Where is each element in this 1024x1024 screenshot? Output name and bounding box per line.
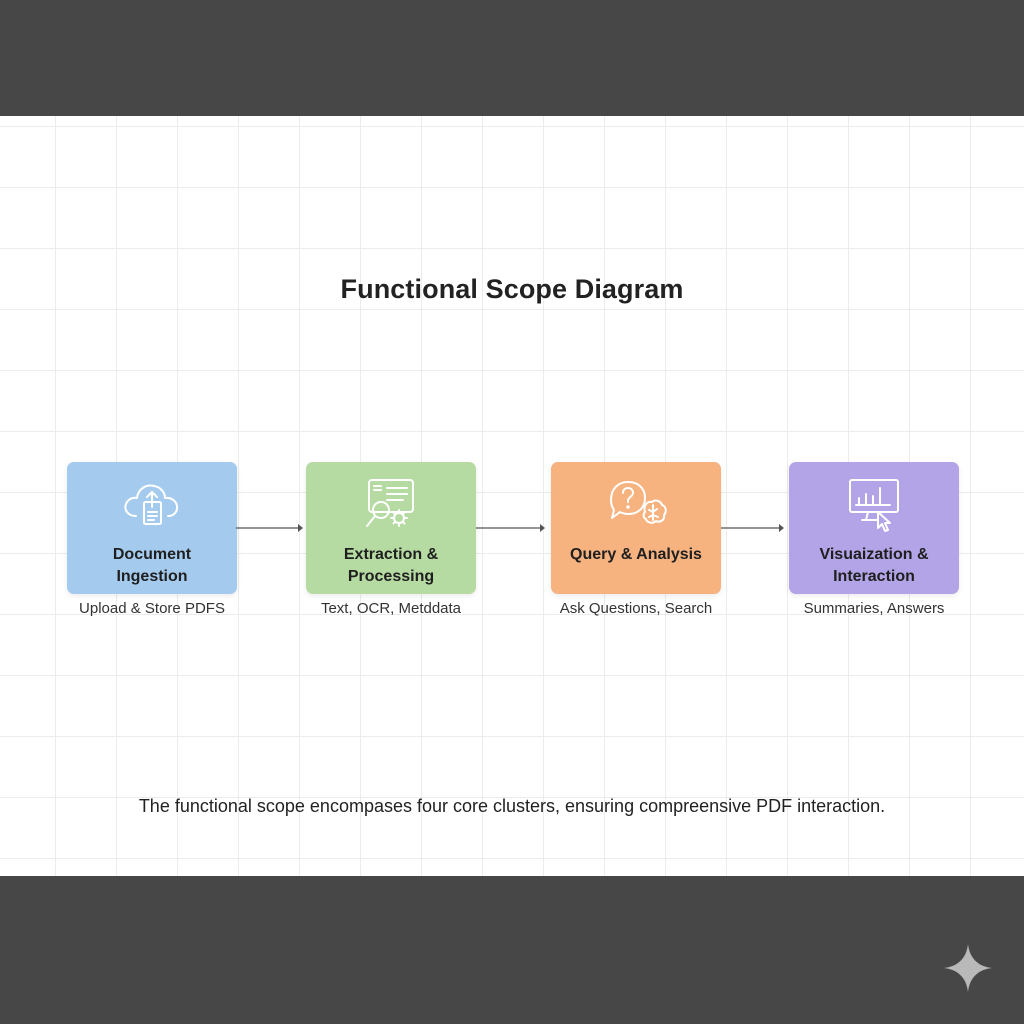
question-bubble-brain-icon (551, 474, 721, 534)
top-letterbox-bar (0, 0, 1024, 116)
node-caption: Summaries, Answers (803, 600, 945, 617)
node-caption: Upload & Store PDFS (79, 600, 225, 617)
node-caption: Text, OCR, Metddata (320, 600, 462, 617)
cloud-upload-document-icon (67, 474, 237, 534)
flow-arrow (236, 524, 303, 532)
node-label: Visuaization & Interaction (819, 546, 929, 585)
bottom-letterbox-bar (0, 876, 1024, 1024)
node-caption: Ask Questions, Search (559, 600, 713, 617)
magnify-gear-document-icon (306, 474, 476, 534)
node-label: Document Ingestion (112, 546, 192, 585)
diagram-canvas: Functional Scope Diagram Document Ingest… (0, 116, 1024, 876)
flow-arrow (721, 524, 784, 532)
node-extraction-processing: Extraction & Processing (306, 462, 476, 594)
flow-arrow (476, 524, 545, 532)
node-label: Extraction & Processing (343, 546, 439, 585)
sparkle-icon (944, 944, 992, 992)
node-query-analysis: Query & Analysis (551, 462, 721, 594)
node-visualization-interaction: Visuaization & Interaction (789, 462, 959, 594)
node-document-ingestion: Document Ingestion (67, 462, 237, 594)
diagram-title: Functional Scope Diagram (340, 274, 684, 304)
node-label: Query & Analysis (570, 546, 702, 563)
diagram-footer-text: The functional scope encompases four cor… (138, 796, 886, 816)
monitor-chart-cursor-icon (789, 474, 959, 534)
